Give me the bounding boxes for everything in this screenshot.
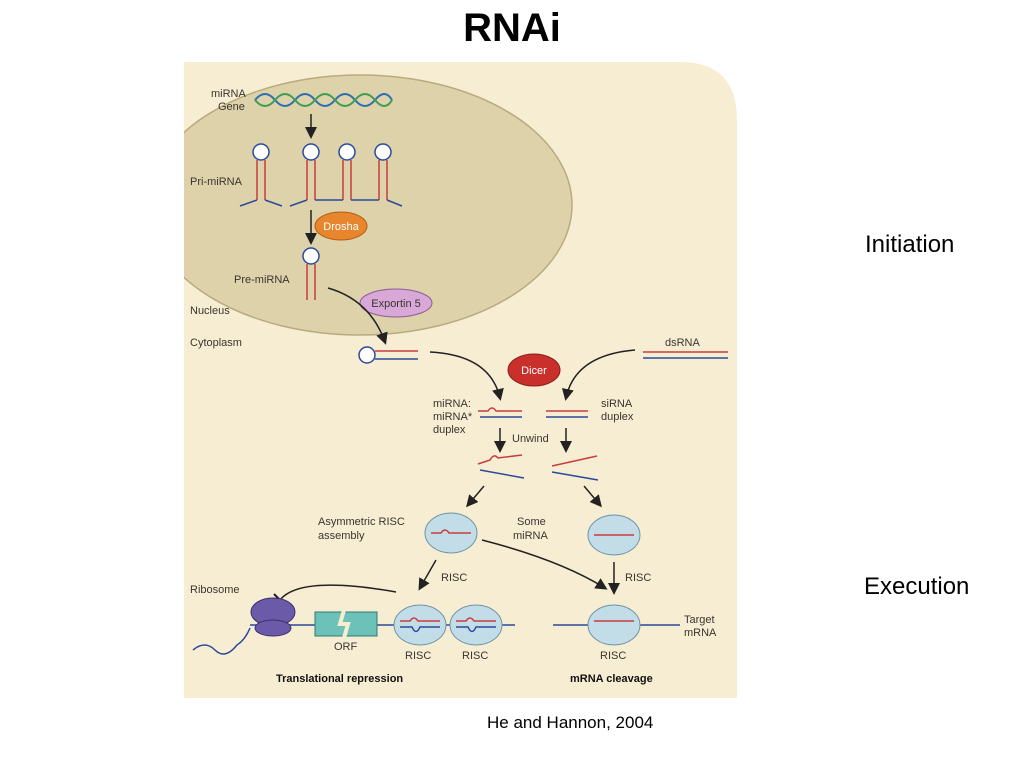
unwound-strands xyxy=(477,454,599,481)
mirna-gene-label-1: miRNA xyxy=(211,88,246,100)
risc-label-bound-1: RISC xyxy=(405,650,431,662)
mirna-duplex-label-2: miRNA* xyxy=(433,411,473,423)
risc-cleavage xyxy=(587,604,641,646)
dsrna xyxy=(643,351,728,359)
mirna-duplex xyxy=(478,407,522,418)
dicer-enzyme xyxy=(507,353,561,387)
asymmetric-risc-label-1: Asymmetric RISC xyxy=(318,516,405,528)
sirna-duplex xyxy=(546,410,588,418)
citation: He and Hannon, 2004 xyxy=(487,713,654,732)
mirna-gene-label-2: Gene xyxy=(218,101,245,113)
mirna-duplex-label-1: miRNA: xyxy=(433,398,471,410)
mrna-cleavage-label: mRNA cleavage xyxy=(570,673,653,685)
some-mirna-label-1: Some xyxy=(517,516,546,528)
risc-bound-2 xyxy=(449,604,503,646)
sirna-duplex-label-1: siRNA xyxy=(601,398,633,410)
unwind-label: Unwind xyxy=(512,433,549,445)
risc-label-bound-2: RISC xyxy=(462,650,488,662)
ribosome-label: Ribosome xyxy=(190,584,240,596)
cytoplasm-label: Cytoplasm xyxy=(190,337,242,349)
translational-repression-label: Translational repression xyxy=(276,673,403,685)
ribosome xyxy=(250,597,296,637)
pri-mirna-label: Pri-miRNA xyxy=(190,176,243,188)
risc-label-cleavage: RISC xyxy=(600,650,626,662)
exportin-5 xyxy=(359,288,433,318)
orf-region xyxy=(314,609,378,639)
mirna-duplex-label-3: duplex xyxy=(433,424,466,436)
cytoplasmic-pre-mirna xyxy=(358,346,418,364)
target-mrna-label-1: Target xyxy=(684,614,715,626)
slide-title: RNAi xyxy=(463,6,561,50)
risc-label-left-arrow: RISC xyxy=(441,572,467,584)
risc-bound-1 xyxy=(393,604,447,646)
dsrna-label: dsRNA xyxy=(665,337,701,349)
pre-mirna-hairpin xyxy=(302,247,320,300)
exportin-label: Exportin 5 xyxy=(371,298,421,310)
drosha-label: Drosha xyxy=(323,221,359,233)
execution-label: Execution xyxy=(864,573,970,600)
orf-label: ORF xyxy=(334,641,358,653)
dna-helix xyxy=(254,93,393,107)
risc-complex-mirna xyxy=(424,512,478,554)
drosha-enzyme xyxy=(314,211,368,241)
nucleus xyxy=(184,74,573,336)
initiation-label: Initiation xyxy=(865,231,955,258)
dicer-label: Dicer xyxy=(521,365,547,377)
sirna-duplex-label-2: duplex xyxy=(601,411,634,423)
some-mirna-label-2: miRNA xyxy=(513,530,548,542)
target-mrna-label-2: mRNA xyxy=(684,627,717,639)
risc-label-right-arrow: RISC xyxy=(625,572,651,584)
nucleus-label: Nucleus xyxy=(190,305,230,317)
pre-mirna-label: Pre-miRNA xyxy=(234,274,290,286)
risc-complex-sirna xyxy=(587,514,641,556)
pri-mirna-hairpins xyxy=(239,143,403,207)
asymmetric-risc-label-2: assembly xyxy=(318,530,365,542)
